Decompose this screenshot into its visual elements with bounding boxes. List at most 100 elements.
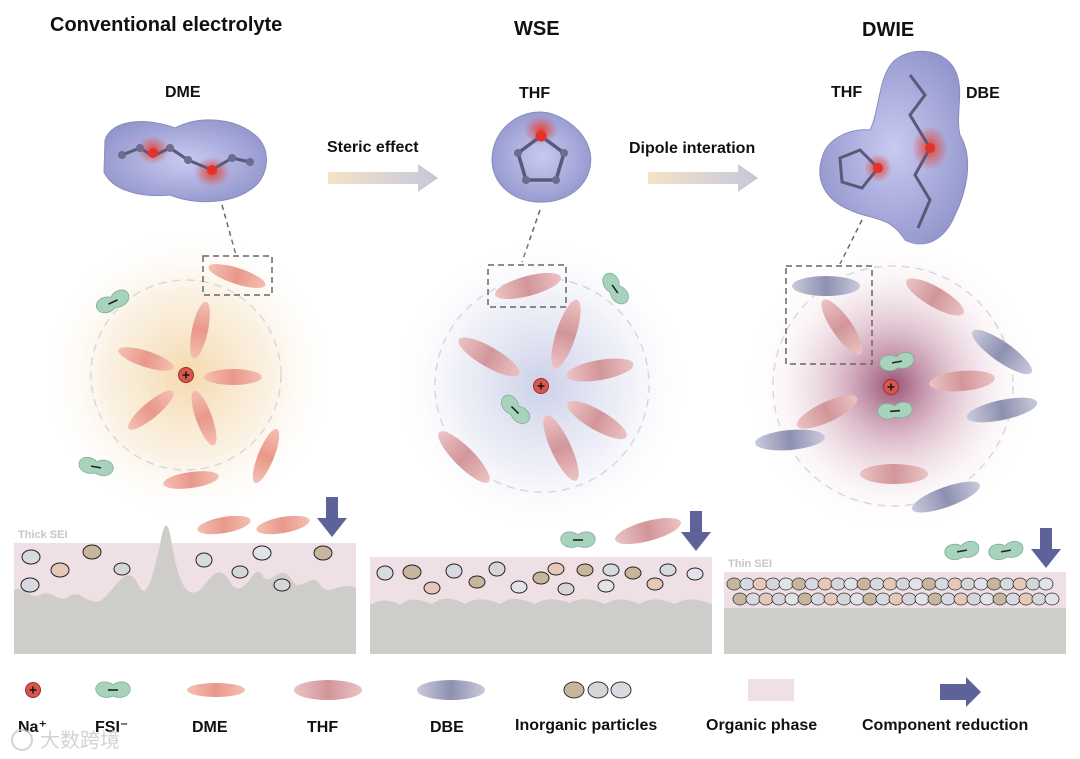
dme-ellipse-icon [187, 683, 245, 697]
inorganic-particle [986, 577, 1002, 591]
inorganic-particle [758, 592, 774, 606]
watermark-text: 大数跨境 [40, 729, 120, 752]
inorganic-particle [797, 592, 813, 606]
dme-molecule-surface [103, 119, 267, 203]
inorganic-particle [921, 577, 937, 591]
watermark: 大数跨境 [11, 729, 120, 752]
panel-title-conventional: Conventional electrolyte [50, 14, 282, 36]
inorganic-particle [765, 577, 781, 591]
inorganic-particle [1031, 592, 1047, 606]
legend: Na⁺ FSI⁻ DME THF DBE Inorganic particles… [18, 677, 1028, 736]
inorganic-particle [1018, 592, 1034, 606]
reduction-arrow-icon [940, 677, 981, 707]
inorganic-particle [875, 592, 891, 606]
reduction-arrow-3 [1031, 528, 1061, 568]
solvation-structure-conventional [38, 225, 338, 525]
callout-box-dbe [785, 265, 873, 365]
inorganic-particle [726, 577, 742, 591]
panel-title-wse: WSE [514, 18, 560, 40]
inorganic-particle [810, 592, 826, 606]
inorganic-particle [979, 592, 995, 606]
thf-ellipse-icon [294, 680, 362, 700]
inorganic-particle [752, 577, 768, 591]
fsi-anion-icon [94, 681, 132, 699]
inorganic-particle [784, 592, 800, 606]
sei-layer-thin: Thin SEI [724, 528, 1066, 654]
inorganic-particle [823, 592, 839, 606]
callout-box-dme [202, 255, 273, 296]
inorganic-particle [1044, 592, 1060, 606]
legend-label-fsi: FSI⁻ [95, 719, 128, 736]
solvation-structure-wse [392, 235, 692, 535]
inorganic-particle [999, 577, 1015, 591]
reduction-arrow-2 [681, 511, 711, 551]
inorganic-particle [888, 592, 904, 606]
molecule-label-dbe: DBE [966, 85, 1000, 102]
inorganic-particle [960, 577, 976, 591]
inorganic-particle [1025, 577, 1041, 591]
inorganic-particle [1012, 577, 1028, 591]
inorganic-particle [862, 592, 878, 606]
inorganic-particle [973, 577, 989, 591]
organic-phase-swatch [748, 679, 794, 701]
inorganic-particle [836, 592, 852, 606]
inorganic-particle [947, 577, 963, 591]
dipole-interaction-arrow [648, 164, 758, 192]
dipole-interaction-label: Dipole interation [629, 140, 755, 157]
legend-label-organic: Organic phase [706, 717, 817, 734]
inorganic-particle [908, 577, 924, 591]
inorganic-particle [882, 577, 898, 591]
dbe-ellipse-icon [417, 680, 485, 700]
inorganic-particle [927, 592, 943, 606]
legend-label-thf: THF [307, 719, 338, 736]
panel-title-dwie: DWIE [862, 19, 914, 41]
legend-label-inorganic: Inorganic particles [515, 717, 657, 734]
inorganic-particle [739, 577, 755, 591]
inorganic-particle [953, 592, 969, 606]
inorganic-particles-thick [20, 544, 333, 593]
steric-effect-arrow [328, 164, 438, 192]
inorganic-particle [992, 592, 1008, 606]
inorganic-particles-icon [563, 681, 632, 699]
inorganic-particle [895, 577, 911, 591]
sei-thin-label: Thin SEI [728, 558, 772, 570]
inorganic-particle [1038, 577, 1054, 591]
inorganic-particle [901, 592, 917, 606]
dwie-thf-dbe-surface [819, 50, 969, 245]
molecule-label-dme: DME [165, 84, 201, 101]
inorganic-particle [843, 577, 859, 591]
legend-label-dme: DME [192, 719, 228, 736]
molecule-label-thf-dwie: THF [831, 84, 862, 101]
sei-thick-label: Thick SEI [18, 529, 68, 541]
inorganic-particle [778, 577, 794, 591]
inorganic-particles-wse [376, 561, 704, 596]
molecule-label-thf: THF [519, 85, 550, 102]
inorganic-particle [732, 592, 748, 606]
legend-label-dbe: DBE [430, 719, 464, 736]
inorganic-particle [934, 577, 950, 591]
inorganic-particle [914, 592, 930, 606]
sodium-ion-icon [24, 681, 42, 699]
inorganic-particle [791, 577, 807, 591]
inorganic-particle [966, 592, 982, 606]
inorganic-particle [830, 577, 846, 591]
sei-layer-wse [370, 511, 712, 654]
legend-label-reduction: Component reduction [862, 717, 1028, 734]
inorganic-particle [940, 592, 956, 606]
inorganic-particle [869, 577, 885, 591]
inorganic-particle [849, 592, 865, 606]
inorganic-particle [771, 592, 787, 606]
reduction-arrow-1 [317, 497, 347, 537]
steric-effect-label: Steric effect [327, 139, 419, 156]
inorganic-particle [745, 592, 761, 606]
inorganic-particle [1005, 592, 1021, 606]
legend-label-na: Na⁺ [18, 719, 47, 736]
thf-molecule-surface [491, 111, 592, 203]
inorganic-particles-thin [726, 577, 1060, 606]
inorganic-particle [856, 577, 872, 591]
inorganic-particle [804, 577, 820, 591]
sei-layer-thick: Thick SEI [14, 497, 356, 654]
solvation-structure-dwie [743, 235, 1043, 535]
inorganic-particle [817, 577, 833, 591]
